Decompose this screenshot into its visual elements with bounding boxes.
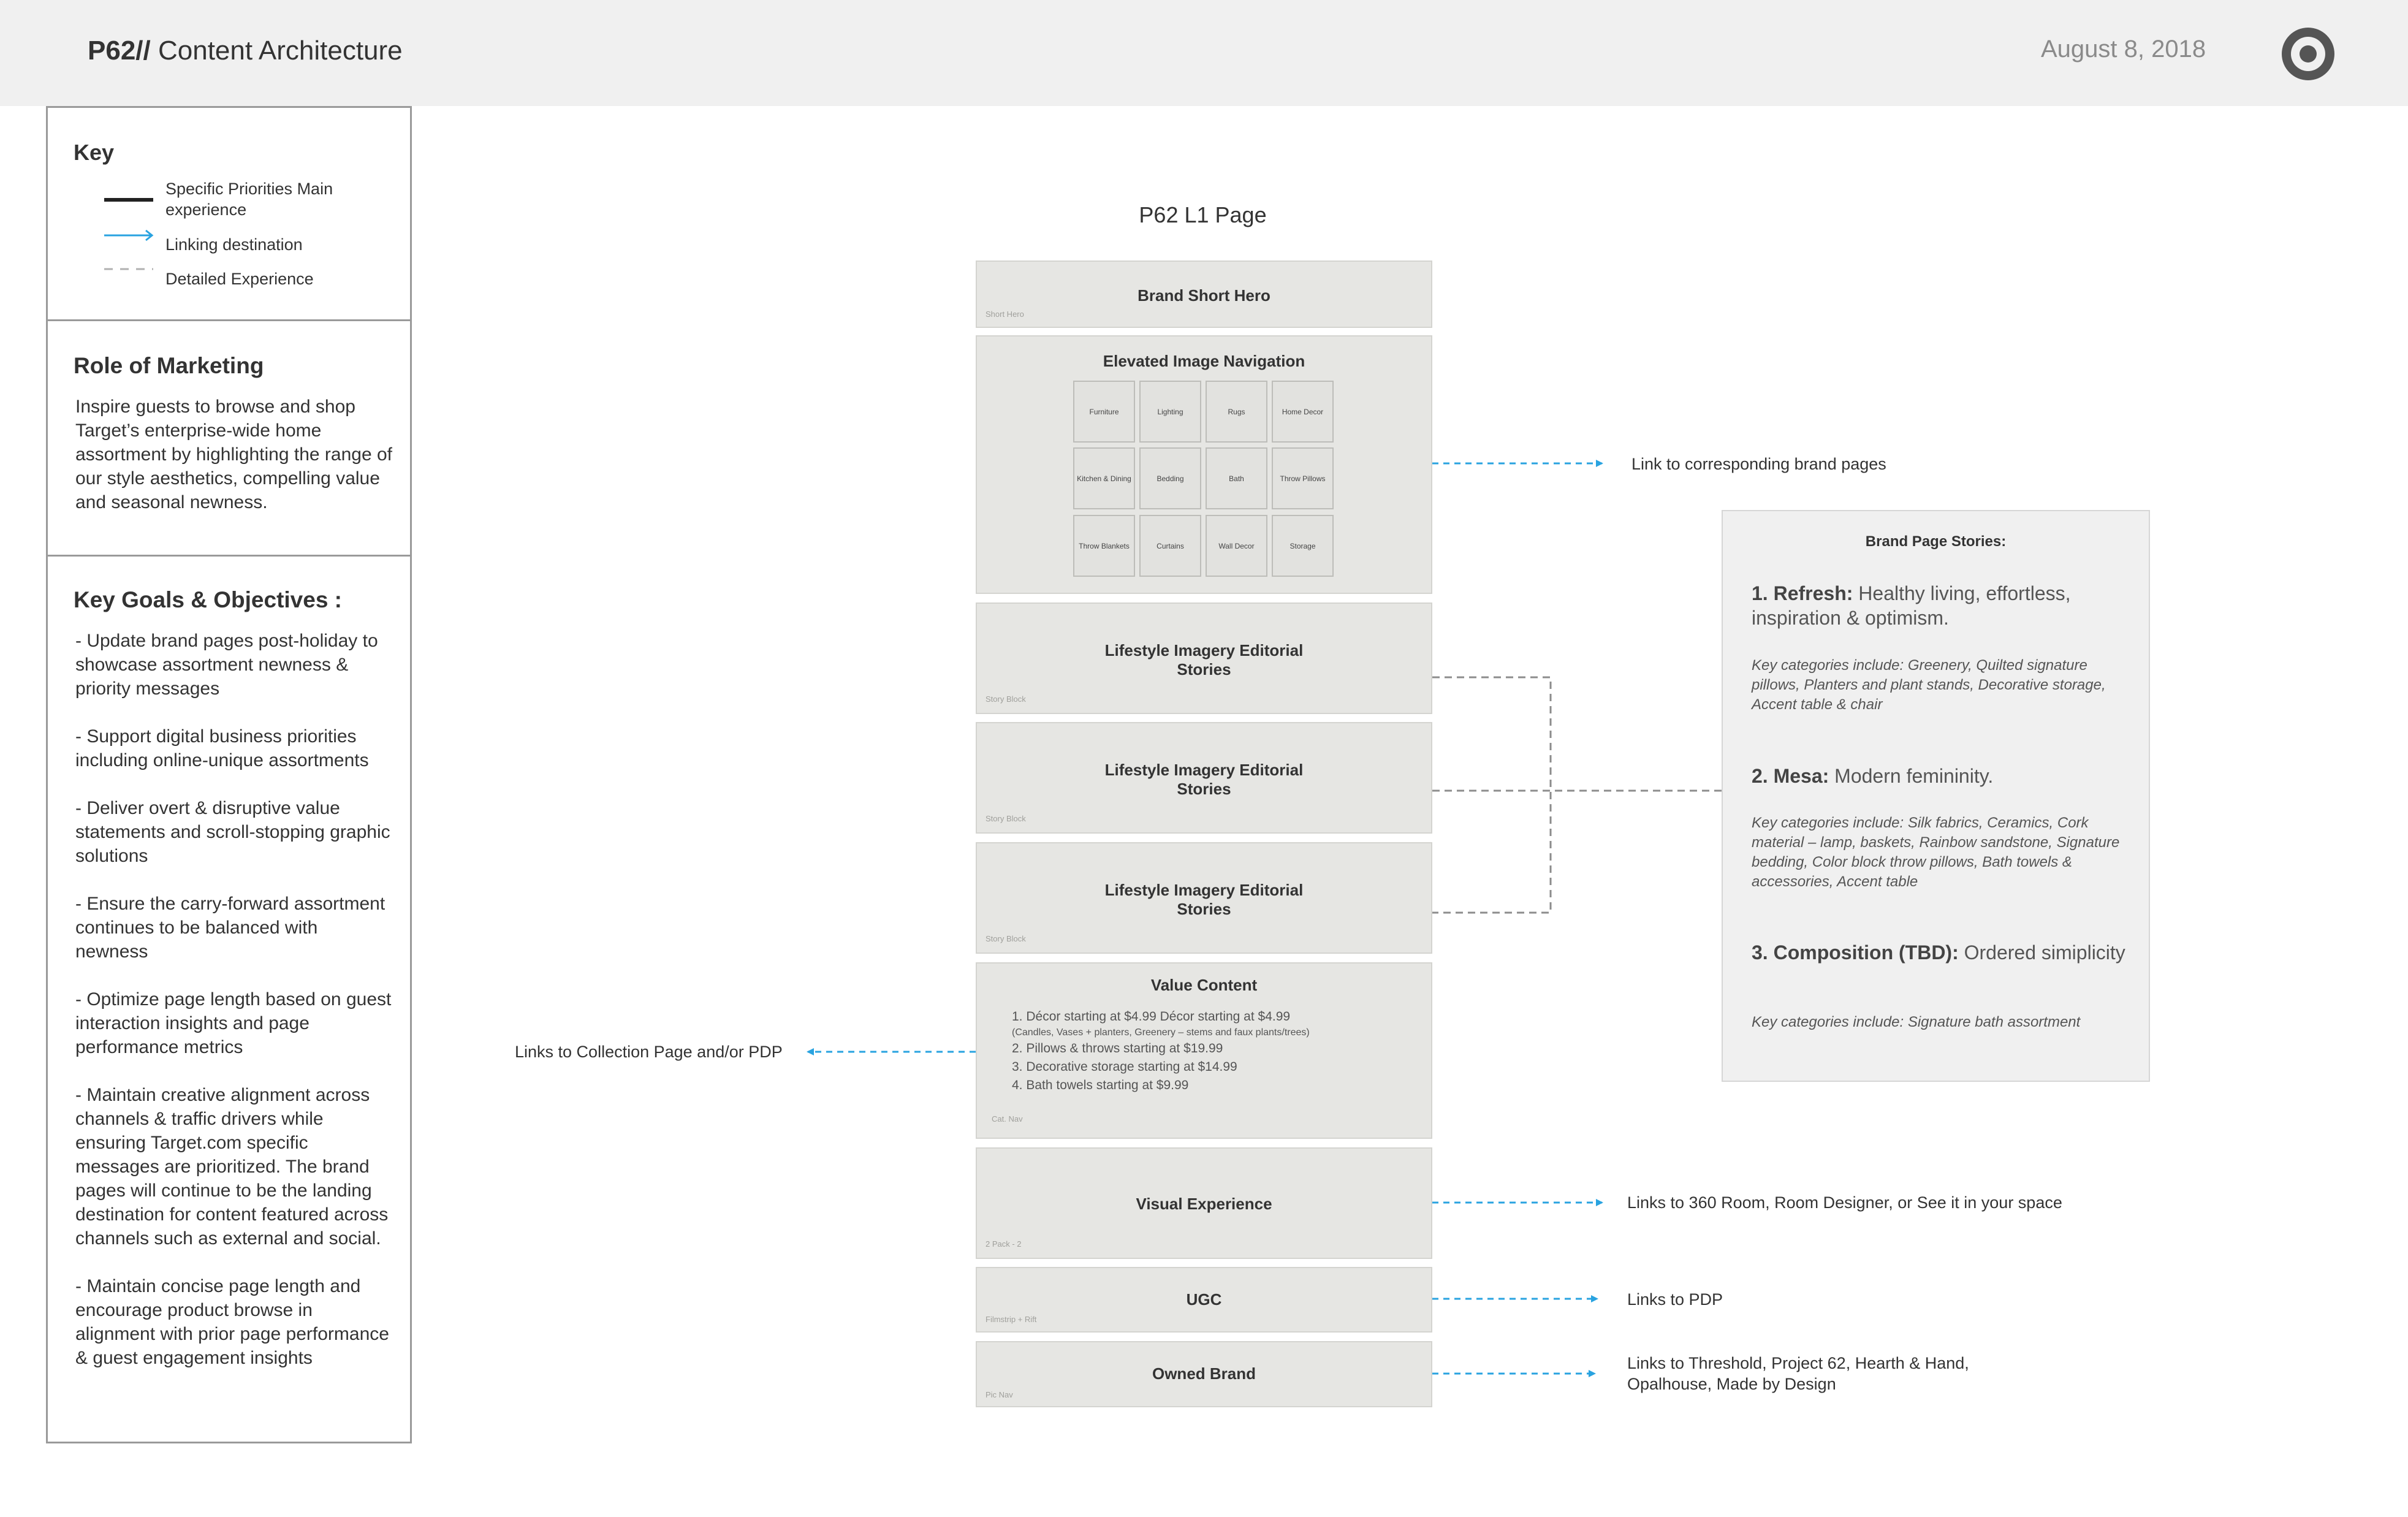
nav-cell[interactable]: Lighting bbox=[1139, 381, 1201, 443]
annotation-ugc-link: Links to PDP bbox=[1627, 1290, 1723, 1309]
module-note: Short Hero bbox=[986, 310, 1024, 319]
goals-list: - Update brand pages post-holiday to sho… bbox=[75, 629, 394, 1394]
role-panel: Role of Marketing Inspire guests to brow… bbox=[46, 319, 412, 557]
nav-cell[interactable]: Rugs bbox=[1206, 381, 1267, 443]
annotation-visual-link: Links to 360 Room, Room Designer, or See… bbox=[1627, 1193, 2062, 1212]
stories-bracket bbox=[1432, 676, 1722, 914]
target-bullseye-icon bbox=[2282, 28, 2334, 80]
module-value-content: Value Content 1. Décor starting at $4.99… bbox=[976, 962, 1432, 1139]
module-note: Pic Nav bbox=[986, 1390, 1013, 1399]
goals-heading: Key Goals & Objectives : bbox=[74, 587, 343, 612]
nav-cell[interactable]: Storage bbox=[1272, 515, 1334, 577]
module-title: Value Content bbox=[1150, 976, 1258, 994]
annotation-nav-link: Link to corresponding brand pages bbox=[1631, 455, 1886, 473]
nav-grid: Furniture Lighting Rugs Home Decor Kitch… bbox=[1073, 381, 1334, 584]
nav-cell[interactable]: Wall Decor bbox=[1206, 515, 1267, 577]
nav-cell[interactable]: Furniture bbox=[1073, 381, 1135, 443]
brand-page-stories-box: Brand Page Stories: 1. Refresh: Healthy … bbox=[1722, 510, 2150, 1082]
story-categories: Key categories include: Signature bath a… bbox=[1752, 1014, 2081, 1030]
goal-item: - Maintain concise page length and encou… bbox=[75, 1276, 389, 1368]
nav-cell[interactable]: Home Decor bbox=[1272, 381, 1334, 443]
key-heading: Key bbox=[74, 140, 115, 165]
value-item: 1. Décor starting at $4.99 Décor startin… bbox=[1012, 1009, 1291, 1024]
nav-cell[interactable]: Bath bbox=[1206, 447, 1267, 509]
annotation-line: Opalhouse, Made by Design bbox=[1627, 1375, 1836, 1393]
goal-item: - Ensure the carry-forward assortment co… bbox=[75, 894, 386, 962]
nav-cell[interactable]: Curtains bbox=[1139, 515, 1201, 577]
goal-item: - Maintain creative alignment across cha… bbox=[75, 1085, 389, 1249]
module-title: Elevated Image Navigation bbox=[1103, 352, 1305, 370]
nav-cell[interactable]: Throw Pillows bbox=[1272, 447, 1334, 509]
module-note: Story Block bbox=[986, 694, 1026, 704]
story-categories: Key categories include: Silk fabrics, Ce… bbox=[1752, 815, 2120, 890]
story-title: 2. Mesa: Modern femininity. bbox=[1752, 765, 1994, 787]
module-note: Cat. Nav bbox=[992, 1114, 1023, 1123]
module-title: Lifestyle Imagery Editorial Stories bbox=[1104, 641, 1304, 679]
goal-item: - Deliver overt & disruptive value state… bbox=[75, 798, 390, 866]
module-note: Story Block bbox=[986, 814, 1026, 823]
goal-item: - Optimize page length based on guest in… bbox=[75, 989, 392, 1057]
key-item-label: Detailed Experience bbox=[165, 270, 314, 288]
stories-heading: Brand Page Stories: bbox=[1865, 533, 2007, 550]
key-item-label: Linking destination bbox=[165, 235, 303, 254]
role-text: Inspire guests to browse and shop Target… bbox=[75, 397, 392, 512]
module-ugc: UGC Filmstrip + Rift bbox=[976, 1267, 1432, 1333]
module-lifestyle-story-2: Lifestyle Imagery Editorial Stories Stor… bbox=[976, 722, 1432, 834]
module-lifestyle-story-3: Lifestyle Imagery Editorial Stories Stor… bbox=[976, 842, 1432, 954]
nav-cell[interactable]: Bedding bbox=[1139, 447, 1201, 509]
role-heading: Role of Marketing bbox=[74, 353, 264, 378]
story-categories: Key categories include: Greenery, Quilte… bbox=[1752, 657, 2106, 713]
key-item-label: Specific Priorities Main experience bbox=[165, 180, 333, 219]
module-title: Lifestyle Imagery Editorial Stories bbox=[1104, 761, 1304, 798]
module-note: 2 Pack - 2 bbox=[986, 1239, 1022, 1249]
module-owned-brand: Owned Brand Pic Nav bbox=[976, 1341, 1432, 1407]
key-panel: Key Specific Priorities Main experience … bbox=[46, 106, 412, 321]
module-title: Brand Short Hero bbox=[1138, 286, 1270, 305]
value-item: 3. Decorative storage starting at $14.99 bbox=[1012, 1060, 1237, 1074]
module-lifestyle-story-1: Lifestyle Imagery Editorial Stories Stor… bbox=[976, 603, 1432, 714]
story-title: 3. Composition (TBD): Ordered simiplicit… bbox=[1752, 941, 2125, 964]
annotation-value-link: Links to Collection Page and/or PDP bbox=[515, 1043, 783, 1061]
goals-panel: Key Goals & Objectives : - Update brand … bbox=[46, 555, 412, 1443]
nav-cell[interactable]: Throw Blankets bbox=[1073, 515, 1135, 577]
page-title: P62// Content Architecture bbox=[88, 36, 403, 66]
annotation-owned-link: Links to Threshold, Project 62, Hearth &… bbox=[1627, 1353, 1969, 1394]
header-bar bbox=[0, 0, 2408, 106]
date-label: August 8, 2018 bbox=[2041, 36, 2206, 63]
module-visual-experience: Visual Experience 2 Pack - 2 bbox=[976, 1147, 1432, 1259]
module-title: Lifestyle Imagery Editorial Stories bbox=[1104, 881, 1304, 918]
value-list: 1. Décor starting at $4.99 Décor startin… bbox=[1012, 1008, 1310, 1095]
value-item-sub: (Candles, Vases + planters, Greenery – s… bbox=[1012, 1027, 1310, 1038]
value-item: 4. Bath towels starting at $9.99 bbox=[1012, 1078, 1189, 1092]
annotation-line: Links to Threshold, Project 62, Hearth &… bbox=[1627, 1354, 1969, 1372]
page-column-title: P62 L1 Page bbox=[1139, 202, 1267, 227]
module-note: Filmstrip + Rift bbox=[986, 1315, 1037, 1324]
nav-cell[interactable]: Kitchen & Dining bbox=[1073, 447, 1135, 509]
story-title: 1. Refresh: Healthy living, effortless, … bbox=[1752, 582, 2071, 629]
module-note: Story Block bbox=[986, 934, 1026, 943]
module-title: Owned Brand bbox=[1152, 1364, 1256, 1383]
goal-item: - Update brand pages post-holiday to sho… bbox=[75, 631, 378, 699]
module-title: Visual Experience bbox=[1136, 1195, 1272, 1213]
value-item: 2. Pillows & throws starting at $19.99 bbox=[1012, 1041, 1223, 1055]
module-elevated-image-navigation: Elevated Image Navigation Furniture Ligh… bbox=[976, 335, 1432, 594]
module-title: UGC bbox=[1186, 1290, 1222, 1309]
module-brand-short-hero: Brand Short Hero Short Hero bbox=[976, 260, 1432, 328]
key-legend-icons bbox=[104, 198, 154, 270]
goal-item: - Support digital business priorities in… bbox=[75, 726, 369, 770]
